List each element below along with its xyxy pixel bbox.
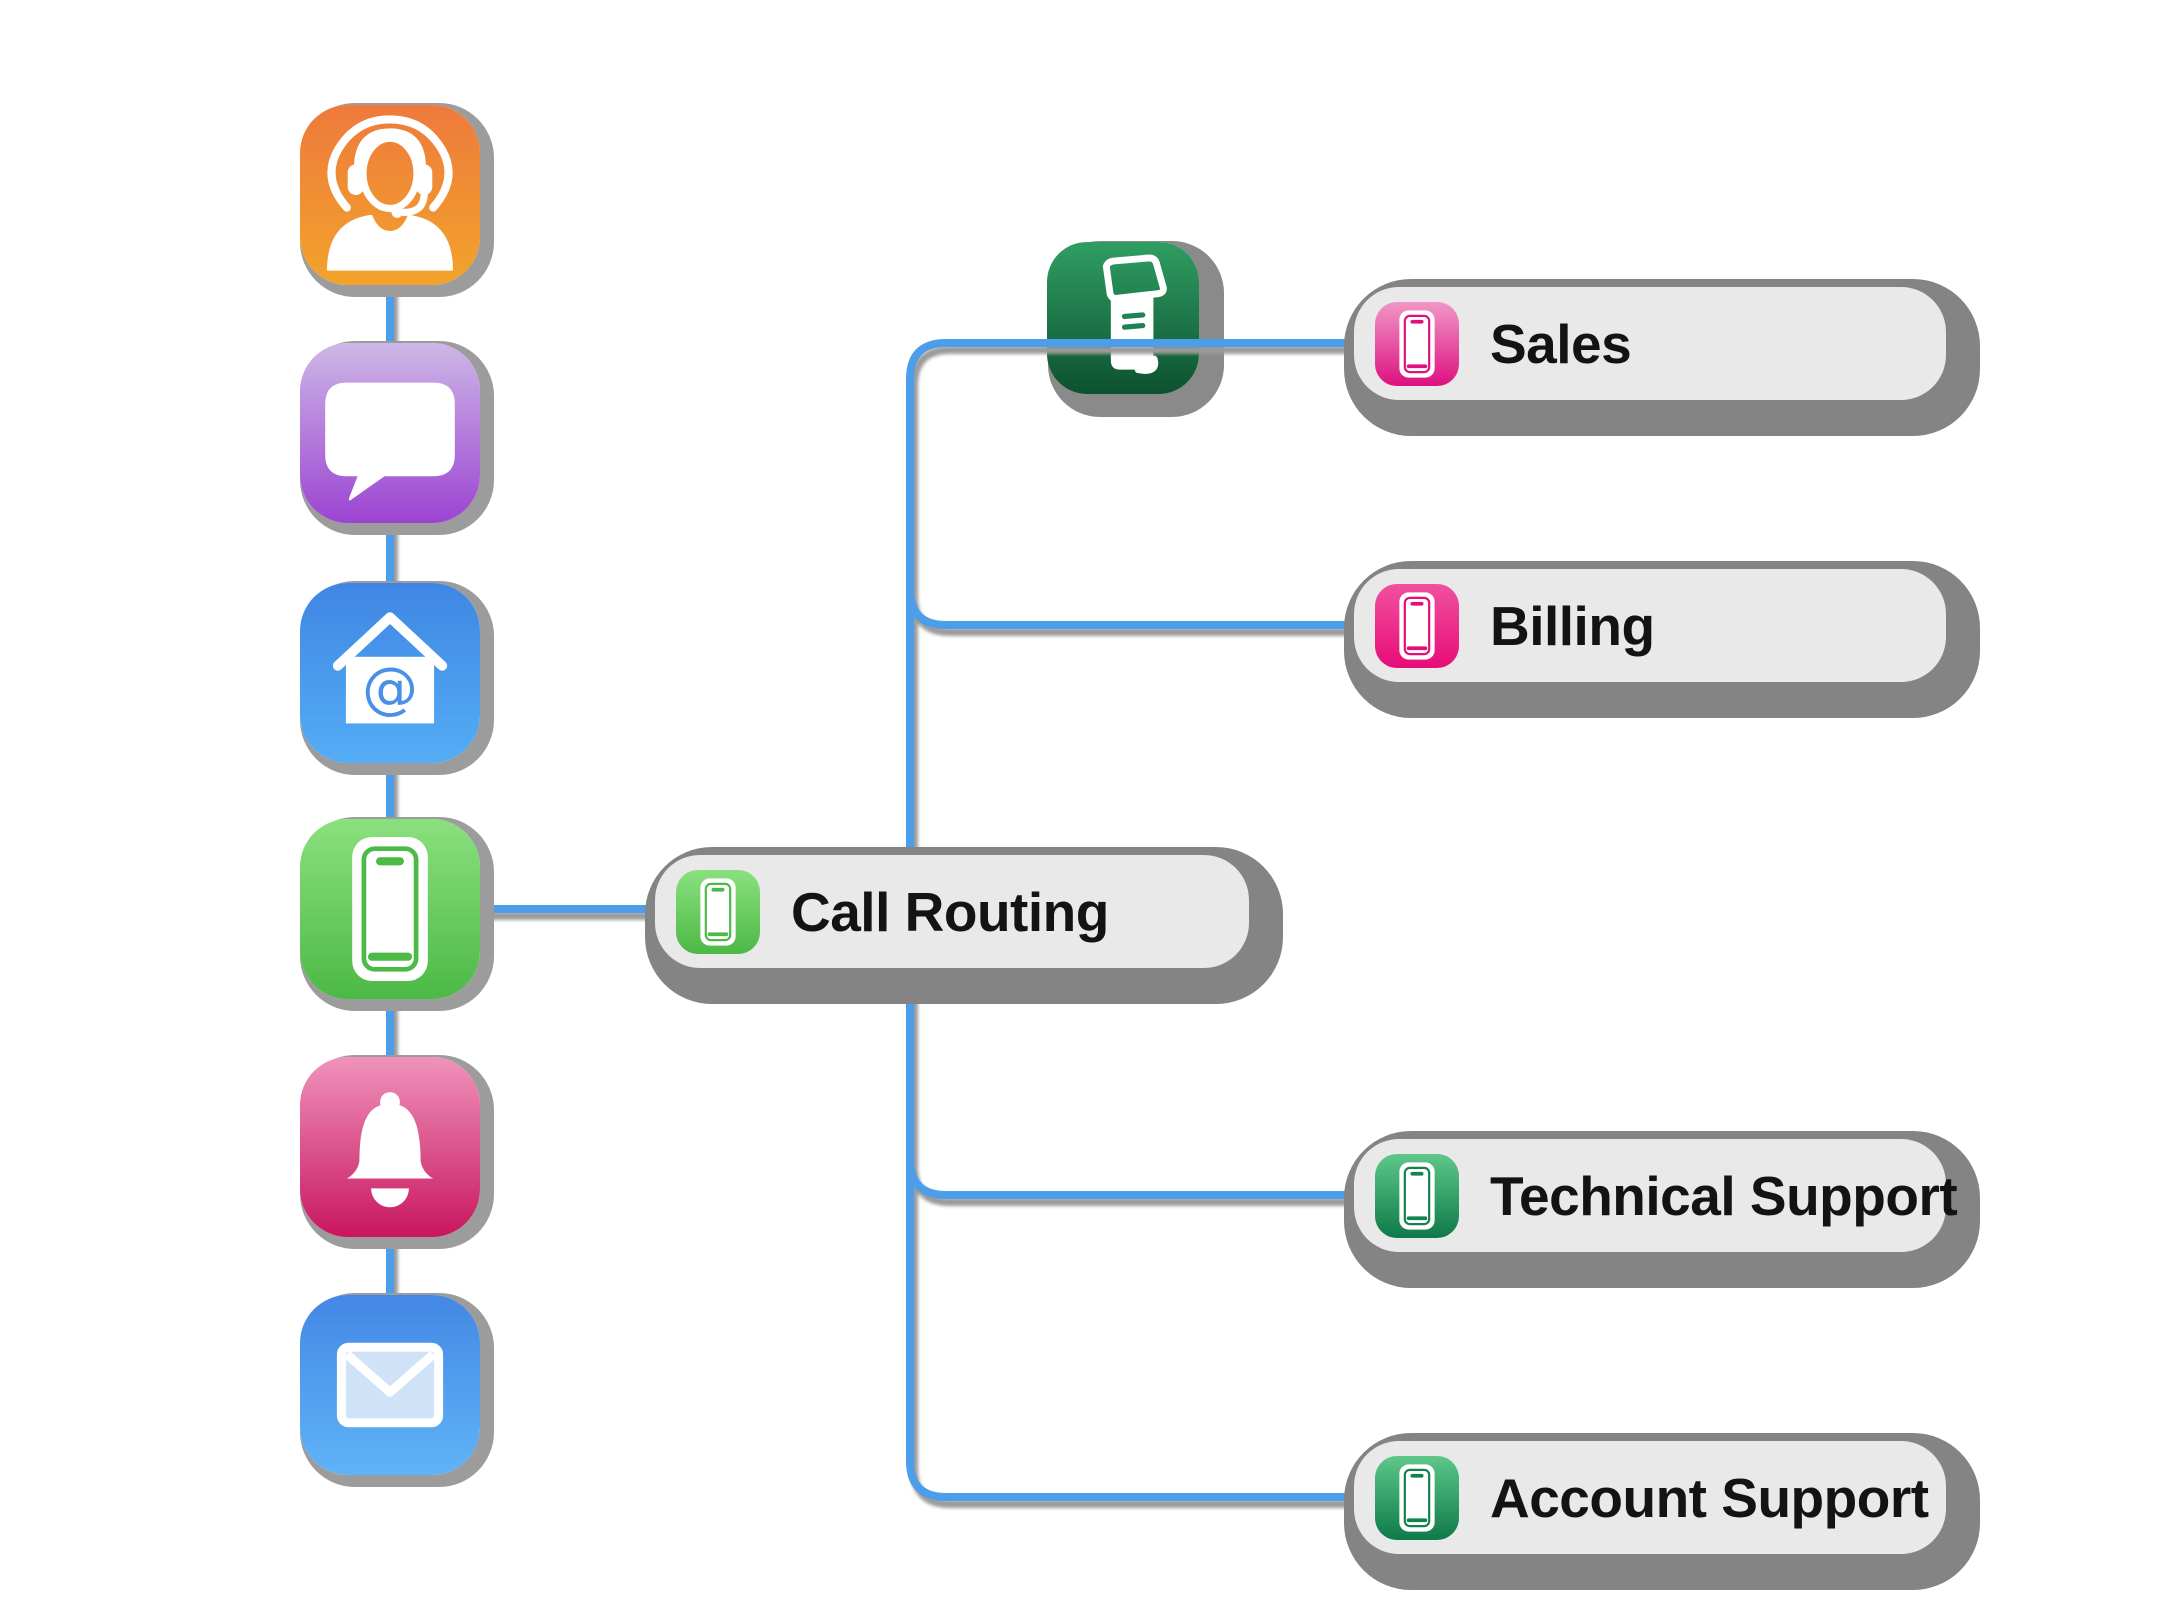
technical-support-node[interactable]: Technical Support (1354, 1139, 1958, 1252)
technical-branch-line (906, 1122, 1354, 1199)
support-agent-icon[interactable] (300, 105, 480, 285)
notification-bell-icon[interactable] (300, 1057, 480, 1237)
sales-node[interactable]: Sales (1354, 287, 1946, 400)
phone-glyph (1375, 1456, 1459, 1540)
phone-glyph (1375, 302, 1459, 386)
billing-label: Billing (1490, 594, 1655, 657)
mail-envelope-icon[interactable] (300, 1295, 480, 1475)
support-agent-glyph (300, 105, 480, 285)
kiosk-terminal-icon[interactable] (1047, 242, 1199, 394)
technical-support-label: Technical Support (1490, 1164, 1958, 1227)
account-support-label: Account Support (1490, 1466, 1929, 1529)
account-support-phone-icon (1375, 1455, 1459, 1540)
phone-glyph (676, 870, 760, 954)
kiosk-glyph (1047, 242, 1199, 394)
technical-support-phone-icon (1375, 1153, 1459, 1238)
envelope-glyph (300, 1295, 480, 1475)
phone-glyph (1375, 1154, 1459, 1238)
sales-label: Sales (1490, 312, 1632, 375)
billing-node[interactable]: Billing (1354, 569, 1946, 682)
bell-glyph (300, 1057, 480, 1237)
call-routing-label: Call Routing (791, 880, 1109, 943)
sales-phone-icon (1375, 301, 1459, 386)
smartphone-icon[interactable] (300, 819, 480, 999)
email-at-icon[interactable] (300, 583, 480, 763)
call-routing-node[interactable]: Call Routing (655, 855, 1249, 968)
billing-phone-icon (1375, 583, 1459, 668)
smartphone-glyph (300, 819, 480, 999)
email-at-glyph (300, 583, 480, 763)
billing-branch-line (906, 552, 1354, 629)
chat-bubble-icon[interactable] (300, 343, 480, 523)
phone-glyph (1375, 584, 1459, 668)
call-routing-phone-icon (676, 869, 760, 954)
chat-bubble-glyph (300, 343, 480, 523)
account-support-node[interactable]: Account Support (1354, 1441, 1946, 1554)
